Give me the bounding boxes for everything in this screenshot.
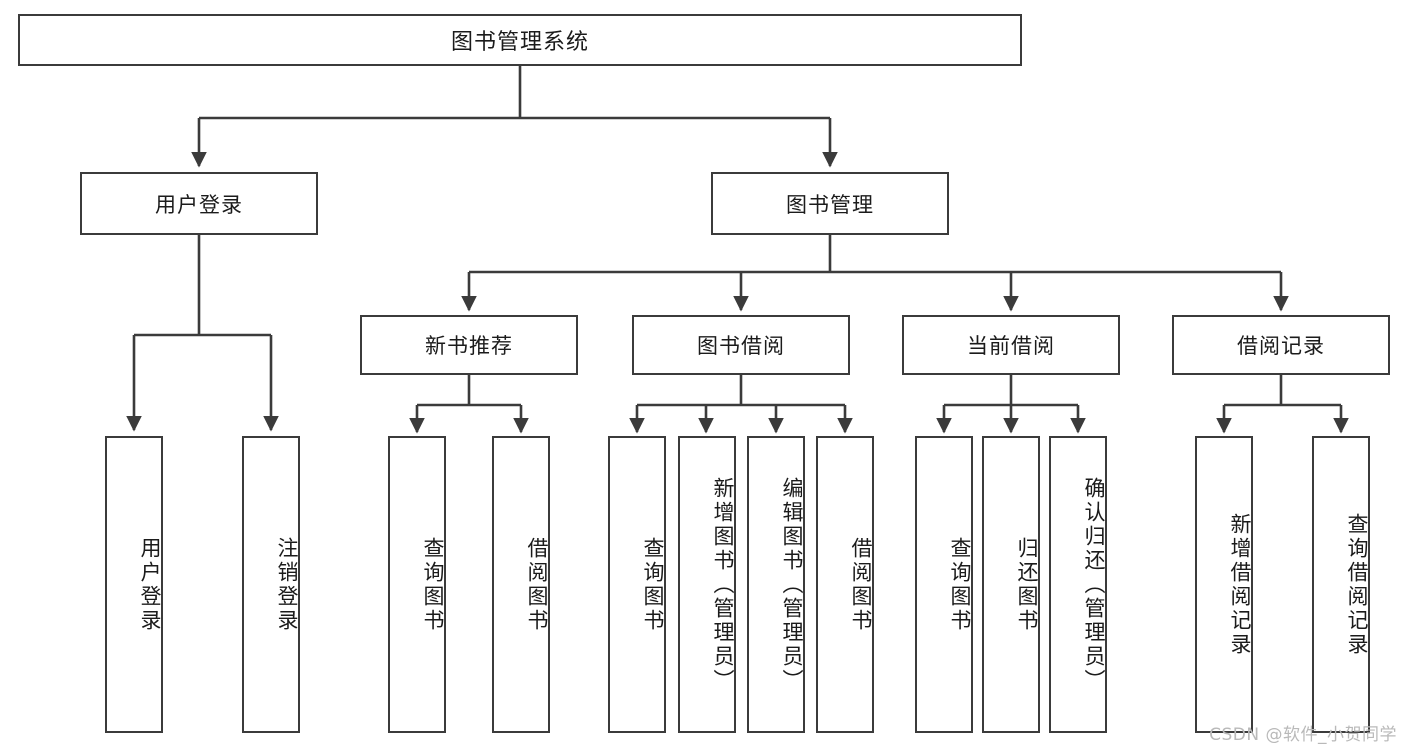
node-leaf-current-return-book[interactable]: 归还图书 xyxy=(982,436,1040,733)
node-leaf-current-query-book[interactable]: 查询图书 xyxy=(915,436,973,733)
node-user-login[interactable]: 用户登录 xyxy=(80,172,318,235)
node-label: 借阅记录 xyxy=(1237,334,1325,358)
node-leaf-borrow-add-book[interactable]: 新增图书（管理员） xyxy=(678,436,736,733)
node-leaf-record-add-record[interactable]: 新增借阅记录 xyxy=(1195,436,1253,733)
node-leaf-user-login-logout[interactable]: 注销登录 xyxy=(242,436,300,733)
node-label: 确认归还（管理员） xyxy=(1082,476,1106,693)
node-label: 借阅图书 xyxy=(849,536,873,633)
node-label: 图书管理系统 xyxy=(450,30,589,55)
node-leaf-borrow-query-book[interactable]: 查询图书 xyxy=(608,436,666,733)
node-book-management[interactable]: 图书管理 xyxy=(711,172,949,235)
node-label: 用户登录 xyxy=(155,192,243,217)
node-label: 图书借阅 xyxy=(697,334,785,358)
node-label: 借阅图书 xyxy=(525,536,549,633)
node-label: 查询图书 xyxy=(641,536,665,633)
node-leaf-recommend-borrow-book[interactable]: 借阅图书 xyxy=(492,436,550,733)
node-label: 归还图书 xyxy=(1015,536,1039,633)
node-leaf-recommend-query-book[interactable]: 查询图书 xyxy=(388,436,446,733)
node-leaf-borrow-edit-book[interactable]: 编辑图书（管理员） xyxy=(747,436,805,733)
node-label: 图书管理 xyxy=(786,192,874,217)
node-root-system[interactable]: 图书管理系统 xyxy=(18,14,1022,66)
node-label: 新书推荐 xyxy=(425,334,513,358)
node-new-book-recommend[interactable]: 新书推荐 xyxy=(360,315,578,375)
node-label: 查询借阅记录 xyxy=(1345,512,1369,657)
node-label: 用户登录 xyxy=(138,536,162,633)
node-label: 注销登录 xyxy=(275,536,299,633)
node-leaf-record-query-record[interactable]: 查询借阅记录 xyxy=(1312,436,1370,733)
watermark-text: CSDN @软件_小贺同学 xyxy=(1209,725,1397,745)
node-leaf-borrow-borrow-book[interactable]: 借阅图书 xyxy=(816,436,874,733)
node-current-borrow[interactable]: 当前借阅 xyxy=(902,315,1120,375)
node-leaf-current-confirm-return[interactable]: 确认归还（管理员） xyxy=(1049,436,1107,733)
node-leaf-user-login-login[interactable]: 用户登录 xyxy=(105,436,163,733)
node-label: 编辑图书（管理员） xyxy=(780,476,804,693)
node-label: 新增借阅记录 xyxy=(1228,512,1252,657)
node-label: 新增图书（管理员） xyxy=(711,476,735,693)
node-book-borrow[interactable]: 图书借阅 xyxy=(632,315,850,375)
node-label: 当前借阅 xyxy=(967,334,1055,358)
node-borrow-record[interactable]: 借阅记录 xyxy=(1172,315,1390,375)
node-label: 查询图书 xyxy=(948,536,972,633)
node-label: 查询图书 xyxy=(421,536,445,633)
